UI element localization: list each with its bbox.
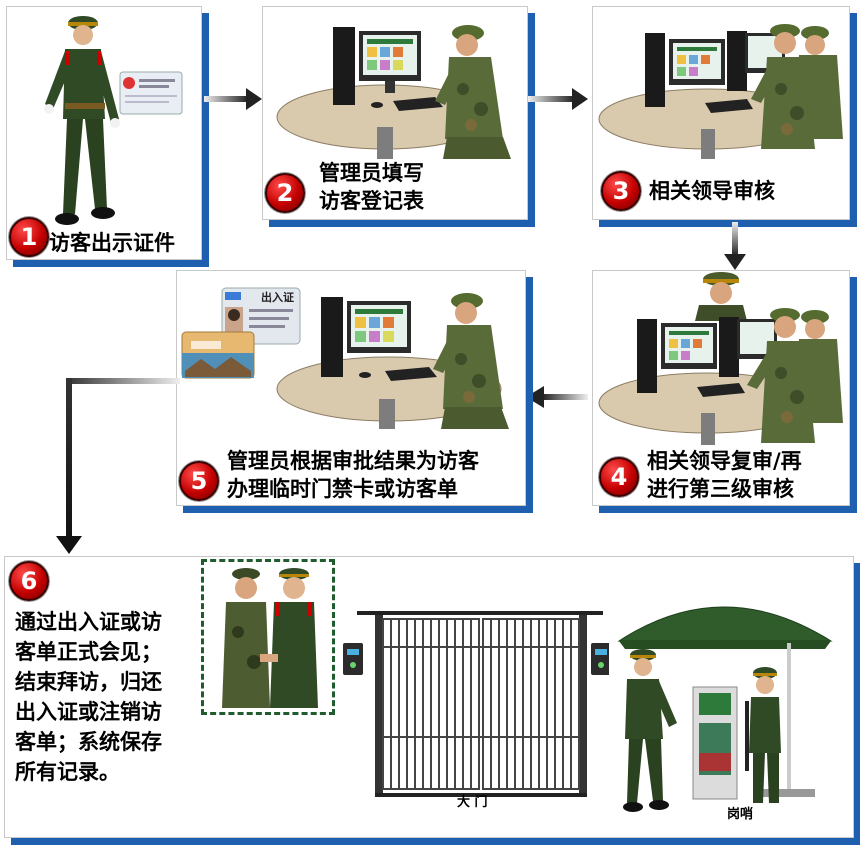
flow-arrow-right bbox=[528, 86, 588, 112]
step-6-line: 客单正式会见； bbox=[15, 637, 195, 667]
step-2-caption-line1: 管理员填写 bbox=[319, 159, 424, 187]
step-6-line: 通过出入证或访 bbox=[15, 607, 195, 637]
id-card-icon bbox=[119, 71, 183, 115]
computer-desk-scene bbox=[275, 9, 515, 159]
step-4-panel: 4 相关领导复审/再 进行第三级审核 bbox=[592, 270, 850, 506]
step-badge: 4 bbox=[599, 457, 639, 497]
kiosk-icon bbox=[693, 687, 737, 799]
computer-icon bbox=[333, 27, 355, 105]
step-2-caption-line2: 访客登记表 bbox=[319, 187, 424, 215]
step-5-panel: 出入证 5 管理员根据审批结果为访客 办理临时门禁卡或访客单 bbox=[176, 270, 526, 506]
card-reader-icon bbox=[343, 643, 363, 675]
step-badge: 2 bbox=[265, 173, 305, 213]
flow-arrow-elbow bbox=[56, 374, 180, 556]
step-badge: 1 bbox=[9, 217, 49, 257]
step-1-panel: 1 访客出示证件 bbox=[6, 6, 202, 260]
card-reader-icon bbox=[591, 643, 609, 675]
step-badge: 3 bbox=[601, 171, 641, 211]
computer-desk-scene bbox=[269, 277, 519, 429]
soldier-icon bbox=[623, 649, 677, 812]
handshake-photo-frame bbox=[201, 559, 335, 715]
computer-desk-scene bbox=[597, 9, 845, 161]
handshake-icon bbox=[204, 562, 332, 712]
flow-arrow-left bbox=[526, 384, 588, 410]
sentry-scene bbox=[613, 583, 839, 819]
gate-icon bbox=[383, 619, 579, 789]
gate-scene bbox=[339, 587, 609, 809]
step-5-caption-line1: 管理员根据审批结果为访客 bbox=[227, 447, 479, 475]
soldier-icon bbox=[745, 667, 781, 803]
flow-arrow-down bbox=[722, 222, 748, 270]
step-badge: 6 bbox=[9, 561, 49, 601]
step-4-caption-line2: 进行第三级审核 bbox=[647, 475, 794, 503]
computer-icon bbox=[321, 297, 343, 377]
step-6-line: 出入证或注销访 bbox=[15, 697, 195, 727]
step-3-panel: 3 相关领导审核 bbox=[592, 6, 850, 220]
step-6-panel: 6 通过出入证或访 客单正式会见； 结束拜访，归还 出入证或注销访 客单；系统保… bbox=[4, 556, 854, 838]
sentry-label: 岗哨 bbox=[727, 803, 753, 822]
step-4-caption-line1: 相关领导复审/再 bbox=[647, 447, 802, 475]
step-2-panel: 2 管理员填写 访客登记表 bbox=[262, 6, 528, 220]
computer-icon bbox=[645, 33, 665, 107]
soldier-icon bbox=[35, 9, 125, 234]
flow-arrow-right bbox=[204, 86, 262, 112]
step-5-caption-line2: 办理临时门禁卡或访客单 bbox=[227, 475, 458, 503]
computer-desk-scene bbox=[597, 293, 845, 447]
computer-icon bbox=[637, 319, 657, 393]
step-6-line: 结束拜访，归还 bbox=[15, 667, 195, 697]
step-6-text: 通过出入证或访 客单正式会见； 结束拜访，归还 出入证或注销访 客单；系统保存 … bbox=[15, 607, 195, 787]
step-6-line: 所有记录。 bbox=[15, 757, 195, 787]
visitor-card-icon bbox=[181, 331, 255, 379]
step-1-caption: 访客出示证件 bbox=[49, 229, 175, 257]
gate-label: 大 门 bbox=[457, 791, 488, 810]
umbrella-icon bbox=[619, 607, 831, 641]
step-6-line: 客单；系统保存 bbox=[15, 727, 195, 757]
step-badge: 5 bbox=[179, 461, 219, 501]
step-3-caption: 相关领导审核 bbox=[649, 177, 775, 205]
